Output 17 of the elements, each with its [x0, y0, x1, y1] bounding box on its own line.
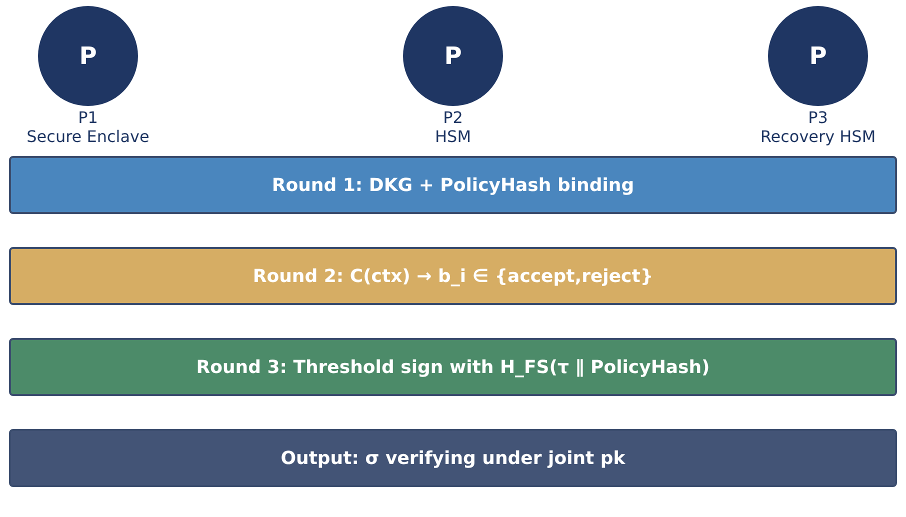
- stage-label: Output: σ verifying under joint pk: [280, 448, 626, 468]
- party-id: P1: [78, 108, 98, 127]
- party-id: P3: [808, 108, 828, 127]
- stage-band: [9, 247, 897, 305]
- party-id: P2: [443, 108, 463, 127]
- stage-label: Round 3: Threshold sign with H_FS(τ ∥ PolicyHash): [196, 356, 710, 378]
- party-letter: P: [79, 42, 97, 70]
- stage-band: [9, 156, 897, 214]
- party-device-label: HSM: [435, 127, 471, 146]
- stage-band: [9, 338, 897, 396]
- party-device-label: Recovery HSM: [760, 127, 876, 146]
- stage-label: Round 1: DKG + PolicyHash binding: [272, 174, 634, 196]
- party-letter: P: [809, 42, 827, 70]
- party-letter: P: [444, 42, 462, 70]
- stage-label: Round 2: C(ctx) → b_i ∈ {accept,reject}: [252, 266, 654, 286]
- stage-band: [9, 429, 897, 487]
- party-device-label: Secure Enclave: [26, 127, 150, 146]
